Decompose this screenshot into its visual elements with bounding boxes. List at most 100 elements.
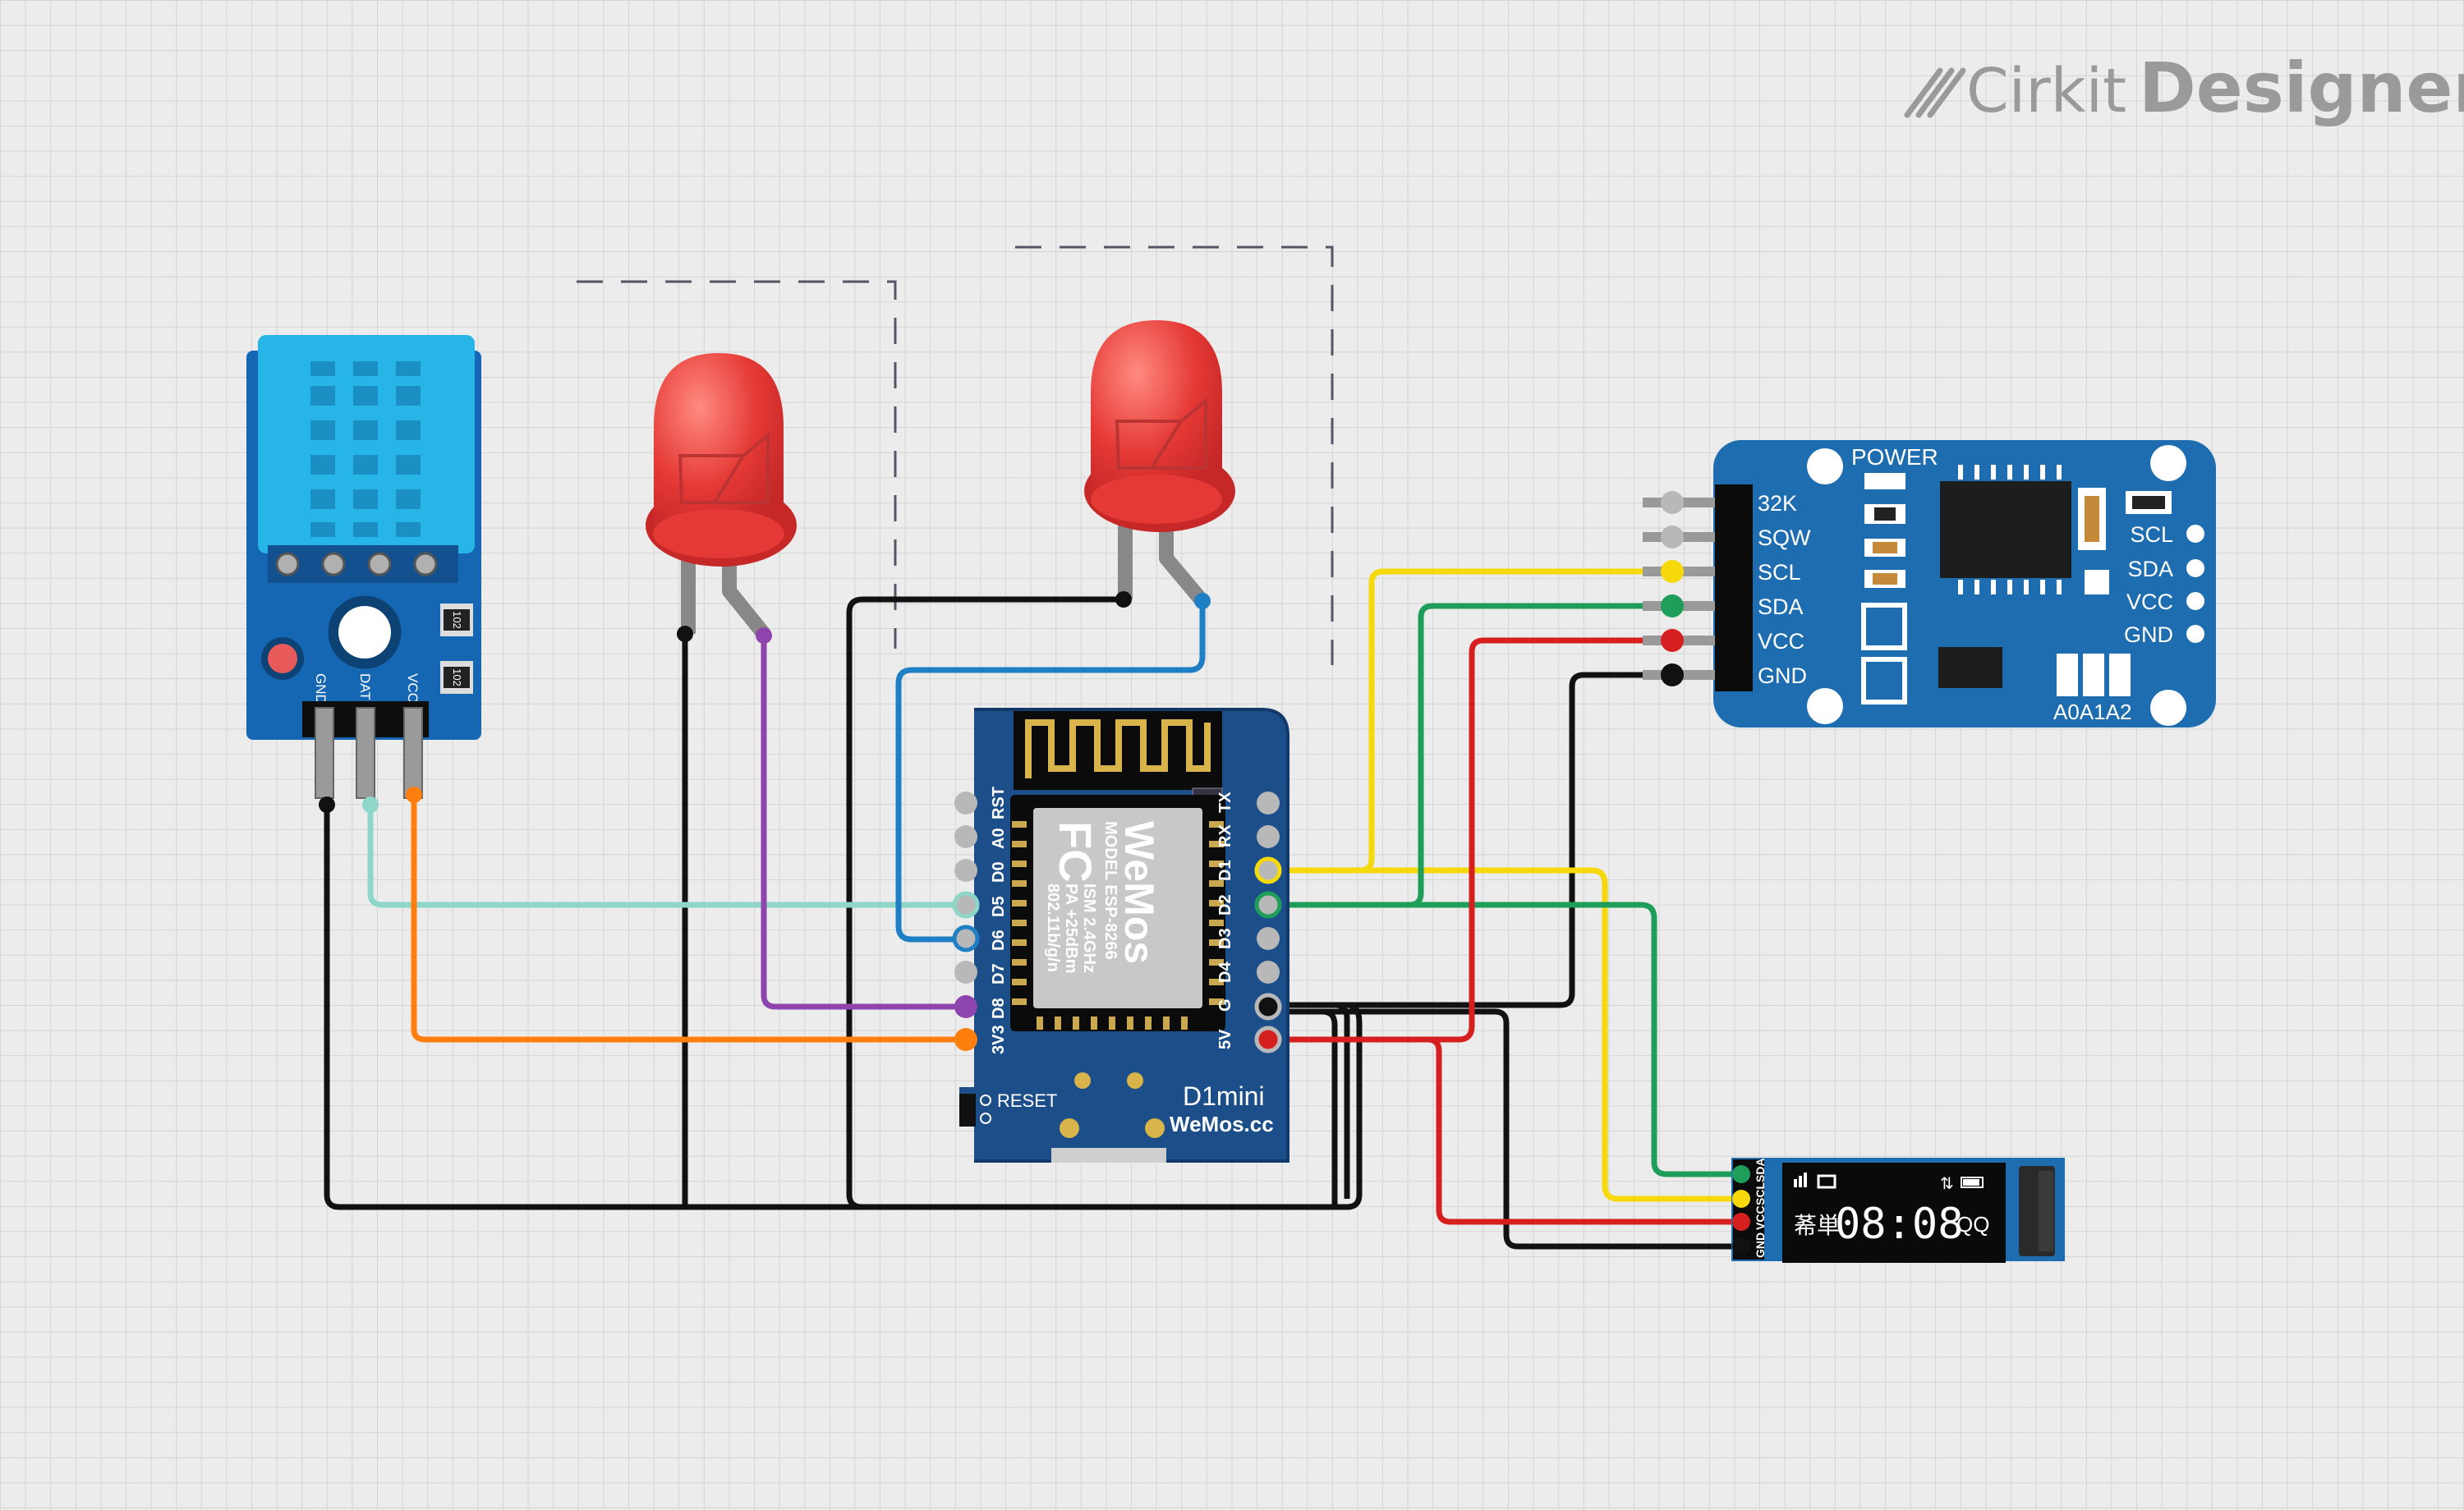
fcc-label: FC xyxy=(1050,821,1101,883)
rtc-right-label-sda: SDA xyxy=(2127,557,2173,581)
rtc-pin-scl[interactable] xyxy=(1661,560,1684,583)
dht-pin-vcc[interactable] xyxy=(403,707,423,799)
pin-label-d7: D7 xyxy=(990,963,1008,984)
pin-d4[interactable] xyxy=(1257,961,1280,984)
pin-d7[interactable] xyxy=(954,961,977,984)
pin-d2[interactable] xyxy=(1254,891,1282,919)
d1-left-header xyxy=(952,792,980,1051)
rtc-pin-sqw[interactable] xyxy=(1661,526,1684,548)
board-url: WeMos.cc xyxy=(1170,1112,1274,1136)
dht-pin-label-gnd: GND xyxy=(313,673,329,705)
pin-d8[interactable] xyxy=(954,995,977,1018)
dht-pin-label-dat: DAT xyxy=(357,673,373,700)
pin-label-rst: RST xyxy=(990,787,1008,819)
pin-rst[interactable] xyxy=(954,792,977,815)
pin-g[interactable] xyxy=(1254,993,1282,1021)
rtc-pin-vcc[interactable] xyxy=(1661,629,1684,652)
reset-label: RESET xyxy=(997,1090,1057,1111)
oled-pin-scl[interactable] xyxy=(1732,1190,1750,1208)
wire-led-left-anode[interactable] xyxy=(761,636,966,1010)
rtc-pin-label-scl: SCL xyxy=(1758,560,1801,585)
pin-label-5v: 5V xyxy=(1216,1029,1234,1049)
wire-sda-oled[interactable] xyxy=(1268,902,1741,1177)
rtc-right-pin-gnd[interactable] xyxy=(2186,625,2204,643)
wire-dht-vcc[interactable] xyxy=(411,795,966,1043)
oled-pin-sda[interactable] xyxy=(1732,1165,1750,1183)
pin-label-d6: D6 xyxy=(990,929,1008,951)
rtc-right-label-vcc: VCC xyxy=(2126,590,2173,614)
pin-label-rx: RX xyxy=(1216,824,1234,847)
pin-label-tx: TX xyxy=(1216,792,1234,813)
rtc-pin-label-gnd: GND xyxy=(1758,663,1807,688)
module-protocol-text: 802.11b/g/n xyxy=(1044,884,1062,972)
oled-pin-gnd[interactable] xyxy=(1732,1237,1750,1255)
dht-pin-gnd[interactable] xyxy=(315,707,334,799)
reset-button[interactable] xyxy=(959,1094,976,1127)
module-radio-text: ISM 2.4GHz xyxy=(1080,884,1098,973)
rtc-pin-label-32k: 32K xyxy=(1758,491,1797,516)
rtc-pin-label-sqw: SQW xyxy=(1758,526,1811,550)
wire-led-right-anode[interactable] xyxy=(895,601,1206,943)
module-power-text: PA +25dBm xyxy=(1062,884,1080,973)
wire-dht-dat[interactable] xyxy=(367,805,966,908)
wire-gnd-oled[interactable] xyxy=(1268,1008,1741,1250)
rtc-right-label-gnd: GND xyxy=(2124,622,2173,647)
oled-pin-vcc[interactable] xyxy=(1732,1213,1750,1231)
module-model-text: MODEL ESP-8266 xyxy=(1101,821,1119,960)
app-logo: Cirkit Designer xyxy=(1904,48,2464,128)
rtc-right-pin-vcc[interactable] xyxy=(2186,592,2204,610)
oled-pin-label-scl: SCL xyxy=(1754,1182,1767,1205)
oled-arrows-icon: ⇅ xyxy=(1940,1175,1954,1193)
wire-5v-oled[interactable] xyxy=(1268,1036,1741,1225)
oled-display[interactable]: GND VCC SCL SDA ⇅ 莃単 08:08 QQ xyxy=(1731,1158,2065,1263)
rtc-pin-gnd[interactable] xyxy=(1661,663,1684,686)
rtc-pin-label-vcc: VCC xyxy=(1758,629,1804,654)
pin-label-d5: D5 xyxy=(990,896,1008,917)
led-right[interactable] xyxy=(1084,320,1235,604)
pin-label-d2: D2 xyxy=(1216,894,1234,916)
pin-label-d1: D1 xyxy=(1216,860,1234,881)
d1-mini-board[interactable]: WeMos MODEL ESP-8266 ISM 2.4GHz PA +25dB… xyxy=(952,708,1289,1163)
rtc-right-pin-sda[interactable] xyxy=(2186,559,2204,577)
rtc-address-label: A0A1A2 xyxy=(2053,700,2131,724)
wire-dht-gnd[interactable] xyxy=(324,805,1363,1210)
rtc-pin-32k[interactable] xyxy=(1661,491,1684,514)
pin-a0[interactable] xyxy=(954,825,977,848)
rtc-power-label: POWER xyxy=(1851,444,1938,470)
rtc-pin-sda[interactable] xyxy=(1661,594,1684,617)
d1-right-header xyxy=(1254,792,1282,1053)
pin-d0[interactable] xyxy=(954,859,977,882)
pin-rx[interactable] xyxy=(1257,825,1280,848)
pin-tx[interactable] xyxy=(1257,792,1280,815)
oled-left-glyph: 莃単 xyxy=(1794,1213,1840,1238)
wire-scl-oled[interactable] xyxy=(1268,867,1741,1202)
oled-right-text: QQ xyxy=(1956,1212,1989,1237)
wire-led-right-cathode[interactable] xyxy=(846,596,1124,1210)
dht-resistor-2: 102 xyxy=(440,661,473,694)
pin-d3[interactable] xyxy=(1257,927,1280,950)
logo-product-text: Designer xyxy=(2139,48,2464,128)
rtc-right-pin-scl[interactable] xyxy=(2186,525,2204,543)
oled-time: 08:08 xyxy=(1835,1200,1964,1249)
pin-5v[interactable] xyxy=(1254,1026,1282,1053)
pin-label-g: G xyxy=(1216,998,1234,1012)
wire-gnd-rtc[interactable] xyxy=(1268,672,1672,1008)
dht-sensor[interactable]: 102 102 GND DAT VCC xyxy=(246,335,481,799)
pin-label-d8: D8 xyxy=(990,998,1008,1019)
board-name: D1mini xyxy=(1183,1081,1265,1111)
resistor-label: 102 xyxy=(451,668,463,686)
eeprom-chip xyxy=(1938,647,2002,688)
dht-resistor-1: 102 xyxy=(440,604,473,636)
pin-d5[interactable] xyxy=(952,891,980,919)
wire-5v-rtc[interactable] xyxy=(1268,637,1672,1043)
led-left[interactable] xyxy=(646,353,797,639)
oled-pin-label-gnd: GND xyxy=(1754,1232,1767,1258)
pin-3v3[interactable] xyxy=(954,1028,977,1051)
dht-pin-dat[interactable] xyxy=(356,707,375,799)
dht-pin-label-vcc: VCC xyxy=(405,673,421,703)
rtc-chip xyxy=(1940,481,2071,578)
pin-d6[interactable] xyxy=(952,925,980,952)
rtc-module[interactable]: POWER A0A1A2 xyxy=(1643,440,2216,727)
pin-d1[interactable] xyxy=(1254,856,1282,884)
